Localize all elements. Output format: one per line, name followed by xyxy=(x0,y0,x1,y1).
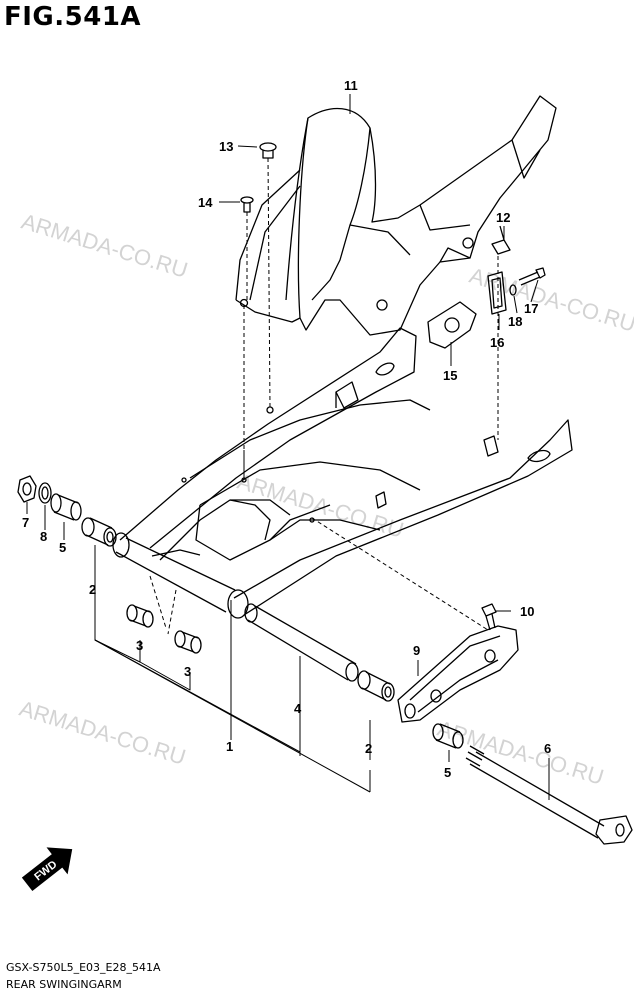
callout-1: 1 xyxy=(226,739,233,754)
bearing-2-right xyxy=(357,670,395,702)
fwd-arrow: FWD xyxy=(21,847,73,892)
collar-5-right xyxy=(432,723,464,749)
collar-5-left xyxy=(50,493,82,521)
callout-17: 17 xyxy=(524,301,538,316)
screw-14 xyxy=(240,196,254,213)
callout-2-right: 2 xyxy=(365,741,372,756)
callout-15: 15 xyxy=(443,368,457,383)
callout-6: 6 xyxy=(544,741,551,756)
diagram-code: GSX-S750L5_E03_E28_541A xyxy=(6,961,161,974)
bolt-13 xyxy=(259,142,277,159)
bearing-3-b xyxy=(174,630,202,654)
callout-12: 12 xyxy=(496,210,510,225)
callout-11: 11 xyxy=(344,78,358,93)
callout-7: 7 xyxy=(22,515,29,530)
bearing-3-a xyxy=(126,604,154,628)
spacer-4 xyxy=(244,603,359,682)
chain-slider-9 xyxy=(397,625,519,723)
callout-16: 16 xyxy=(490,335,504,350)
callout-5-left: 5 xyxy=(59,540,66,555)
washer-18 xyxy=(509,284,517,296)
bolt-17 xyxy=(518,267,546,286)
callout-3-b: 3 xyxy=(184,664,191,679)
plate-15 xyxy=(427,301,477,349)
pivot-shaft-6 xyxy=(465,745,633,845)
callout-3-a: 3 xyxy=(136,638,143,653)
callout-8: 8 xyxy=(40,529,47,544)
figure-title: FIG.541A xyxy=(4,2,142,32)
bolt-10 xyxy=(481,603,497,631)
swingarm xyxy=(112,327,573,619)
seal-8 xyxy=(38,482,52,504)
nut-7 xyxy=(17,475,37,503)
bearing-2-left xyxy=(81,517,117,547)
callout-4: 4 xyxy=(294,701,302,716)
clamp-16 xyxy=(487,271,507,315)
callout-18: 18 xyxy=(508,314,522,329)
callout-14: 14 xyxy=(198,195,213,210)
callout-13: 13 xyxy=(219,139,233,154)
callout-9: 9 xyxy=(413,643,420,658)
rear-fender-hugger xyxy=(235,95,557,336)
diagram-name: REAR SWINGINGARM xyxy=(6,978,122,991)
bolt-12 xyxy=(491,225,511,255)
callout-2-left: 2 xyxy=(89,582,96,597)
callout-5-right: 5 xyxy=(444,765,451,780)
callout-10: 10 xyxy=(520,604,534,619)
